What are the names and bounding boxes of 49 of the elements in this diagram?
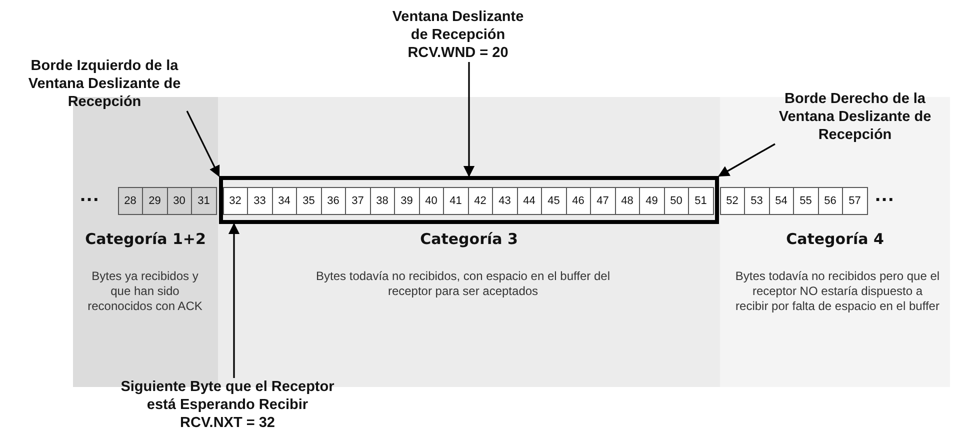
byte-cell: 40 xyxy=(418,187,444,215)
callout-text: Borde Izquierdo de la Ventana Deslizante de Recepción xyxy=(22,57,187,111)
byte-cell: 32 xyxy=(222,187,248,215)
arrow xyxy=(186,110,220,177)
byte-cell: 30 xyxy=(166,187,192,215)
byte-cell: 28 xyxy=(118,187,143,215)
category-heading: Categoría 4 xyxy=(785,230,885,248)
byte-cell: 44 xyxy=(516,187,542,215)
byte-cell: 52 xyxy=(720,187,745,215)
byte-cell: 42 xyxy=(468,187,493,215)
byte-cell: 37 xyxy=(345,187,370,215)
category-heading: Categoría 3 xyxy=(419,230,519,248)
category-heading: Categoría 1+2 xyxy=(84,230,207,248)
arrow xyxy=(718,143,776,177)
ellipsis-label: ... xyxy=(80,184,100,207)
category-description: Bytes todavía no recibidos, con espacio en el buffer del receptor para ser aceptados xyxy=(315,269,611,299)
byte-cell: 54 xyxy=(768,187,794,215)
byte-cell: 48 xyxy=(614,187,640,215)
callout-text: Borde Derecho de la Ventana Deslizante de Recepción xyxy=(775,90,935,144)
byte-cell: 34 xyxy=(272,187,297,215)
byte-cell: 29 xyxy=(142,187,168,215)
byte-cell: 57 xyxy=(842,187,868,215)
callout-text: RCV.NXT = 32 xyxy=(179,414,276,432)
byte-cell: 56 xyxy=(818,187,843,215)
byte-cell: 50 xyxy=(664,187,689,215)
category-description: Bytes todavía no recibidos pero que el receptor NO estaría dispuesto a recibir por falta de espacio en el buffer xyxy=(735,269,940,314)
byte-cell: 36 xyxy=(320,187,346,215)
arrow xyxy=(228,222,240,378)
byte-cell: 39 xyxy=(394,187,420,215)
byte-cell: 45 xyxy=(541,187,566,215)
byte-cell: 31 xyxy=(191,187,216,215)
window-bracket xyxy=(219,176,719,224)
callout-text: RCV.WND = 20 xyxy=(406,44,510,62)
byte-cell: 49 xyxy=(639,187,664,215)
callout-text: Siguiente Byte que el Receptor está Esperando Recibir xyxy=(120,378,336,414)
arrow xyxy=(463,62,475,178)
byte-cell: 41 xyxy=(443,187,468,215)
byte-cell: 38 xyxy=(370,187,395,215)
byte-cell: 46 xyxy=(566,187,591,215)
byte-cell: 51 xyxy=(688,187,714,215)
byte-cell: 47 xyxy=(590,187,616,215)
byte-cell: 55 xyxy=(793,187,818,215)
category-description: Bytes ya recibidos y que han sido reconocidos con ACK xyxy=(86,269,204,314)
callout-text: Ventana Deslizante de Recepción xyxy=(391,8,525,44)
byte-cell: 43 xyxy=(492,187,518,215)
byte-cell: 33 xyxy=(247,187,272,215)
byte-cell: 53 xyxy=(744,187,770,215)
ellipsis-label: ... xyxy=(875,184,895,207)
byte-cell: 35 xyxy=(296,187,322,215)
